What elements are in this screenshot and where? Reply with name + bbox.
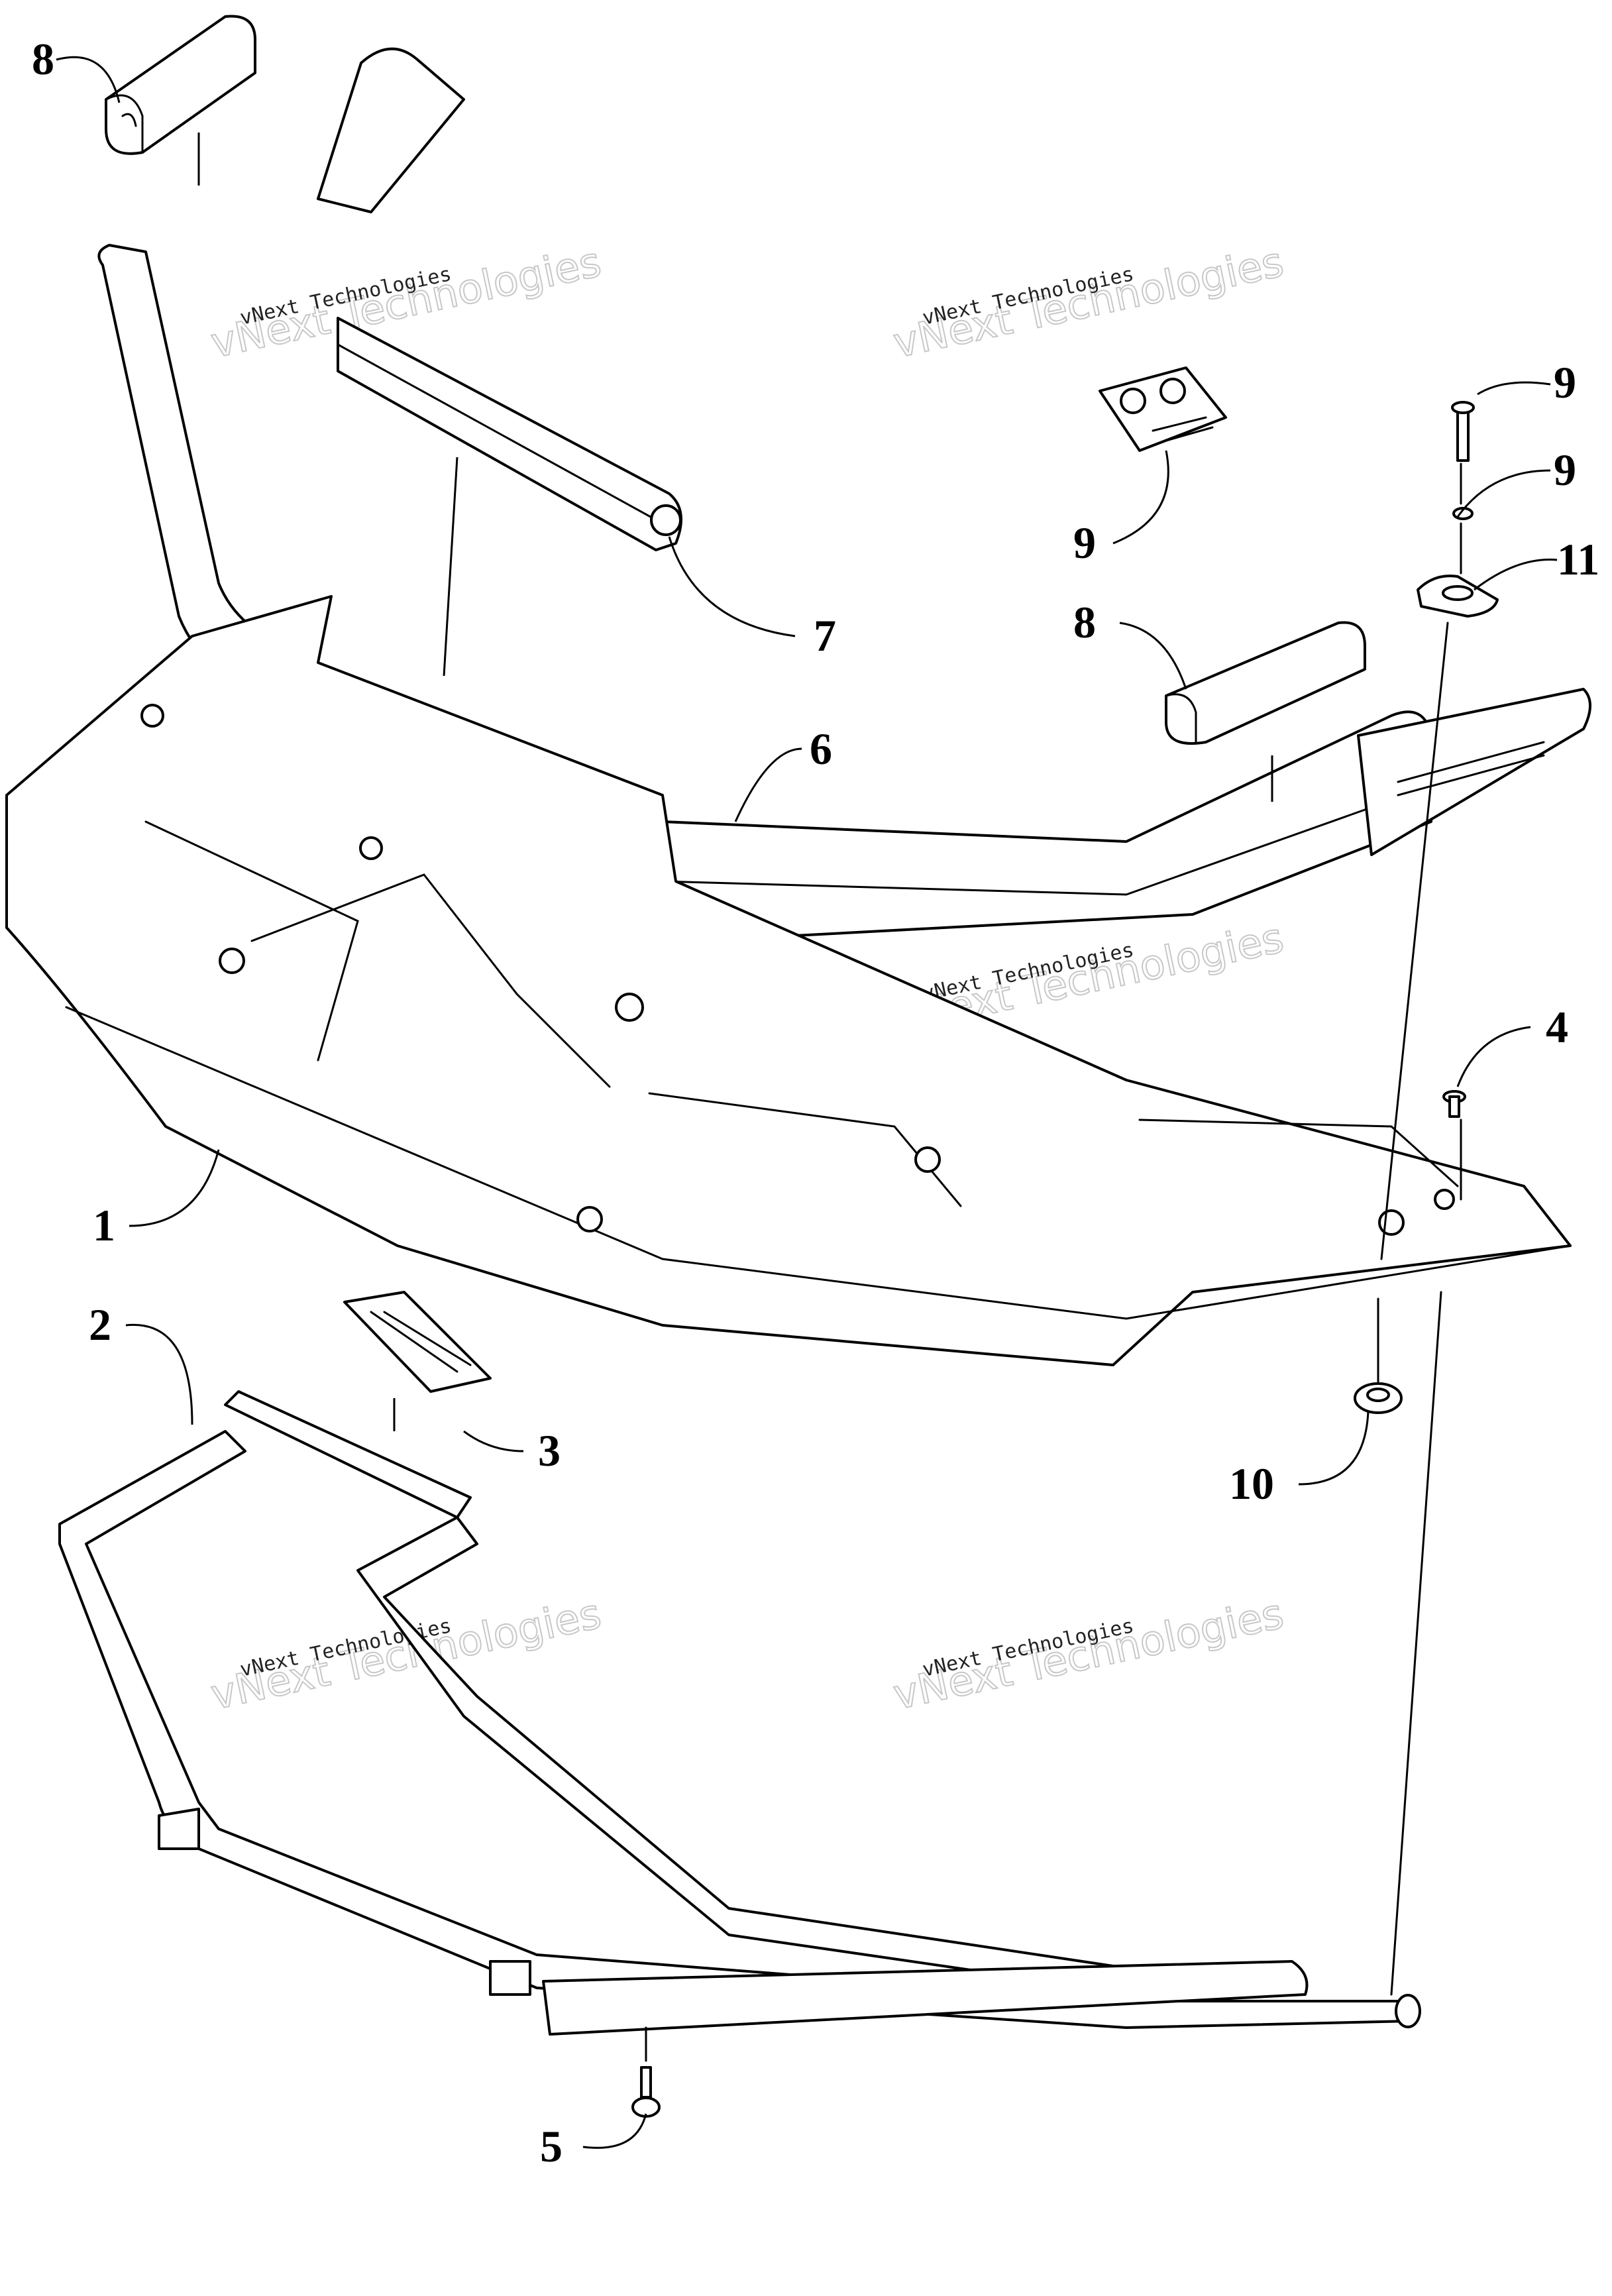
leader-lines [56, 56, 1558, 2149]
part-3-decal [343, 1291, 492, 1393]
callout-10: 10 [1229, 1458, 1274, 1509]
callout-1: 1 [93, 1200, 115, 1250]
callout-9-bolt: 9 [1554, 357, 1576, 408]
callout-6: 6 [810, 724, 832, 774]
callout-9-kit: 9 [1073, 518, 1096, 568]
part-5-nut [631, 2066, 661, 2118]
callout-2: 2 [89, 1299, 111, 1350]
callout-5: 5 [540, 2121, 563, 2171]
watermark: vNext Technologies vNext Technologies [888, 237, 1288, 368]
part-8-grip-top [105, 15, 256, 155]
callout-4: 4 [1546, 1002, 1568, 1052]
assembly-lines [645, 463, 1462, 2062]
callout-3: 3 [538, 1425, 561, 1476]
watermark: vNext Technologies vNext Technologies [888, 1588, 1288, 1720]
callout-11: 11 [1557, 534, 1599, 584]
part-1-rack-panel [5, 595, 1572, 1366]
part-9-bolt [1451, 401, 1475, 462]
part-7-grip-long [337, 317, 682, 551]
part-10-nut [1354, 1382, 1403, 1414]
callout-7: 7 [814, 610, 836, 661]
callout-labels: 8 7 6 9 9 9 11 8 4 1 2 3 10 5 [32, 34, 1599, 2171]
part-9-hardware-kit [1099, 366, 1227, 452]
callout-9-washer: 9 [1554, 445, 1576, 495]
part-2-bumper-frame [58, 1390, 1421, 2036]
callout-8-top: 8 [32, 34, 54, 84]
part-8-grip-right [1165, 621, 1366, 745]
callout-8-right: 8 [1073, 597, 1096, 647]
watermark: vNext Technologies vNext Technologies [206, 237, 606, 368]
part-4-screw [1442, 1090, 1466, 1118]
watermark: vNext Technologies vNext Technologies [206, 1588, 606, 1720]
part-11-bushing [1417, 574, 1499, 618]
